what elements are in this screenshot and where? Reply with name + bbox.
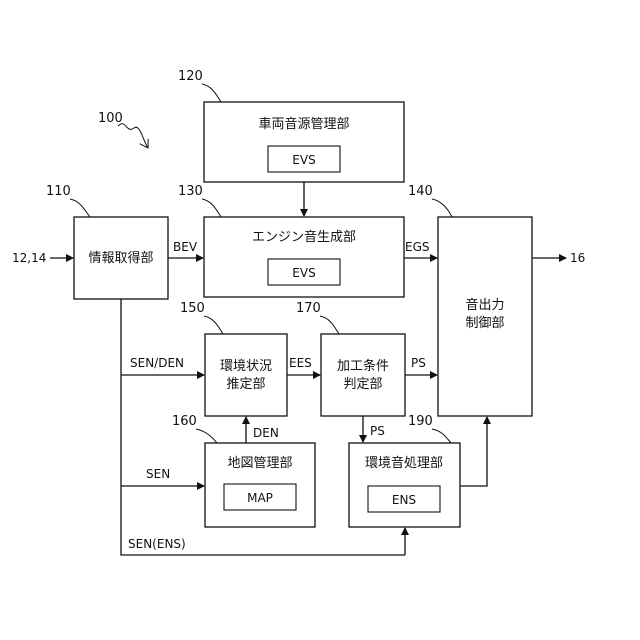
ps-right-label: PS <box>411 356 426 370</box>
vehicle-evs-label: EVS <box>292 153 315 167</box>
ref-170-leader <box>320 316 339 334</box>
ref-110-leader <box>70 199 90 217</box>
ens-to-output-arrow <box>460 417 487 486</box>
ref-150-label: 150 <box>180 301 205 316</box>
ref-190-label: 190 <box>408 414 433 429</box>
egs-label: EGS <box>405 240 430 254</box>
ref-160-label: 160 <box>172 414 197 429</box>
processing-condition-label-2: 判定部 <box>343 377 382 392</box>
environment-estimation-label-2: 推定部 <box>226 377 265 392</box>
ref-110-label: 110 <box>46 184 71 199</box>
ref-140-leader <box>432 199 452 217</box>
sen-label: SEN <box>146 467 170 481</box>
ref-120-leader <box>202 84 221 102</box>
den-label: DEN <box>253 426 279 440</box>
map-inner-label: MAP <box>247 491 273 505</box>
ref-190-leader <box>432 429 451 443</box>
environmental-sound-processing-label: 環境音処理部 <box>365 455 443 471</box>
processing-condition-label-1: 加工条件 <box>337 358 389 374</box>
ref-160-leader <box>196 429 217 443</box>
environment-estimation-label-1: 環境状況 <box>220 359 272 374</box>
info-acquisition-label: 情報取得部 <box>88 250 153 266</box>
sound-output-control-label-1: 音出力 <box>465 297 504 313</box>
ref-130-label: 130 <box>178 184 203 199</box>
ees-label: EES <box>289 356 312 370</box>
ref-130-leader <box>202 199 221 217</box>
ps-down-label: PS <box>370 424 385 438</box>
engine-sound-generation-label: エンジン音生成部 <box>252 229 356 245</box>
processing-condition-box <box>321 334 405 416</box>
input-label: 12,14 <box>12 251 46 265</box>
ref-120-label: 120 <box>178 69 203 84</box>
engine-evs-label: EVS <box>292 266 315 280</box>
map-management-label: 地図管理部 <box>227 456 292 471</box>
ref-150-leader <box>204 316 223 334</box>
sen-den-label: SEN/DEN <box>130 356 184 370</box>
ens-inner-label: ENS <box>392 493 416 507</box>
vehicle-sound-source-label: 車両音源管理部 <box>258 116 349 132</box>
sound-output-control-label-2: 制御部 <box>465 316 504 331</box>
ref-100-label: 100 <box>98 111 123 126</box>
environment-estimation-box <box>205 334 287 416</box>
sen-ens-label: SEN(ENS) <box>128 537 186 551</box>
bev-label: BEV <box>173 240 198 254</box>
output-label: 16 <box>570 251 585 265</box>
ref-140-label: 140 <box>408 184 433 199</box>
ref-100-squiggle <box>118 124 148 148</box>
ref-170-label: 170 <box>296 301 321 316</box>
